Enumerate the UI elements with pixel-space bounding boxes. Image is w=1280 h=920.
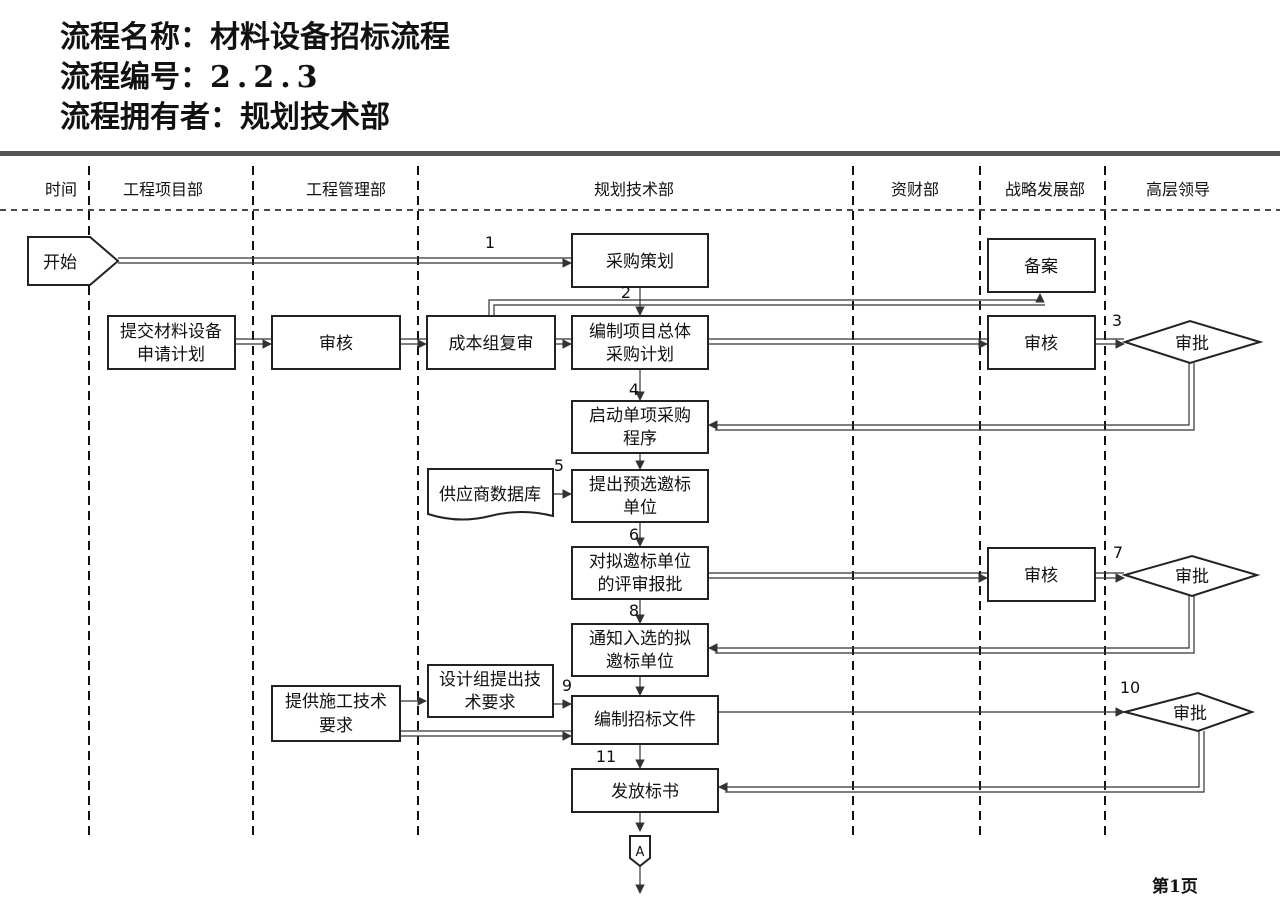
construction-req-label-2: 要求	[319, 716, 353, 736]
compile-plan-label-2: 采购计划	[606, 345, 674, 365]
step-number: 1	[485, 233, 495, 252]
design-req-label-2: 术要求	[465, 693, 516, 713]
mgmt-review-box[interactable]	[271, 315, 401, 370]
edge-evaluate-to-strategy	[708, 573, 987, 578]
process-owner-value: 规划技术部	[240, 100, 390, 135]
lane-header-engineering-mgmt: 工程管理部	[306, 180, 386, 199]
cost-review-box[interactable]	[426, 315, 556, 370]
start-label: 开始	[43, 253, 77, 273]
start-single-label-1: 启动单项采购	[589, 406, 691, 426]
step-number: 10	[1120, 678, 1140, 697]
notify-bidders-label-1: 通知入选的拟	[589, 629, 691, 649]
connector-label: A	[636, 845, 645, 860]
lane-header-planning-tech: 规划技术部	[594, 180, 674, 199]
step-number: 8	[629, 601, 639, 620]
approve-3-label: 审批	[1173, 704, 1207, 724]
step-number: 3	[1112, 311, 1122, 330]
strategy-review-1-label: 审核	[1024, 334, 1058, 354]
design-req-box[interactable]	[427, 664, 554, 718]
start-single-label-2: 程序	[623, 429, 657, 449]
strategy-review-2-label: 审核	[1024, 566, 1058, 586]
submit-plan-box[interactable]	[107, 315, 236, 370]
evaluate-bidders-label-2: 的评审报批	[598, 575, 683, 595]
lane-header-time: 时间	[45, 180, 77, 199]
approve-2-label: 审批	[1175, 567, 1209, 587]
lane-header-finance: 资财部	[891, 180, 939, 199]
edge-review-to-cost	[400, 339, 426, 344]
lane-header-executives: 高层领导	[1146, 180, 1210, 199]
supplier-db-label: 供应商数据库	[439, 485, 541, 505]
edge-approve3-to-issue	[718, 731, 1200, 792]
propose-bidders-label-2: 单位	[623, 498, 657, 518]
edge-construction-to-compile-docs	[400, 731, 571, 736]
start-single-box[interactable]	[571, 400, 709, 454]
evaluate-bidders-label-1: 对拟邀标单位	[589, 552, 691, 572]
design-req-label-1: 设计组提出技	[439, 670, 541, 690]
process-name-value: 材料设备招标流程	[210, 20, 450, 55]
notify-bidders-box[interactable]	[571, 623, 709, 677]
issue-docs-label: 发放标书	[611, 782, 679, 802]
process-code-label: 流程编号：	[60, 60, 210, 95]
approve-1-diamond[interactable]	[1121, 319, 1264, 365]
compile-docs-box[interactable]	[571, 695, 719, 745]
edge-strategy-to-approve2	[1095, 573, 1124, 578]
step-number: 4	[629, 380, 639, 399]
edge-compile-to-strategy	[708, 339, 987, 344]
construction-req-label-1: 提供施工技术	[285, 692, 387, 712]
submit-plan-label-2: 申请计划	[137, 345, 205, 365]
step-number: 2	[621, 283, 631, 302]
offpage-connector[interactable]	[629, 835, 651, 868]
lane-header-project-dept: 工程项目部	[123, 180, 203, 199]
edge-approve2-to-notify	[708, 596, 1190, 653]
procurement-plan-label: 采购策划	[606, 252, 674, 272]
approve-1-label: 审批	[1175, 334, 1209, 354]
issue-docs-box[interactable]	[571, 768, 719, 813]
edge-cost-to-compile	[555, 339, 571, 344]
process-name-line: 流程名称：材料设备招标流程	[60, 18, 450, 58]
strategy-review-1-box[interactable]	[987, 315, 1096, 370]
lane-header-strategy: 战略发展部	[1005, 180, 1085, 199]
submit-plan-label-1: 提交材料设备	[120, 322, 222, 342]
filing-box[interactable]	[987, 238, 1096, 293]
process-owner-line: 流程拥有者：规划技术部	[60, 98, 450, 138]
header-divider	[0, 151, 1280, 156]
edge-submit-to-review	[236, 339, 271, 344]
propose-bidders-box[interactable]	[571, 469, 709, 523]
step-number: 11	[596, 747, 616, 766]
supplier-db-box[interactable]	[427, 468, 554, 521]
edge-to-filing	[488, 293, 1045, 316]
propose-bidders-label-1: 提出预选邀标	[589, 475, 691, 495]
mgmt-review-label: 审核	[319, 334, 353, 354]
compile-plan-label-1: 编制项目总体	[589, 322, 691, 342]
step-number: 7	[1113, 543, 1123, 562]
process-code-value: 2.2.3	[210, 60, 324, 95]
approve-2-diamond[interactable]	[1121, 554, 1261, 598]
notify-bidders-label-2: 邀标单位	[606, 652, 674, 672]
edge-start-to-plan	[118, 258, 571, 263]
process-owner-label: 流程拥有者：	[60, 100, 240, 135]
step-number: 6	[629, 525, 639, 544]
procurement-plan-box[interactable]	[571, 233, 709, 288]
step-number: 9	[562, 676, 572, 695]
construction-req-box[interactable]	[271, 685, 401, 742]
page-number: 第1页	[1152, 877, 1198, 897]
evaluate-bidders-box[interactable]	[571, 546, 709, 600]
start-node[interactable]	[27, 236, 120, 286]
filing-label: 备案	[1024, 257, 1058, 277]
strategy-review-2-box[interactable]	[987, 547, 1096, 602]
process-header: 流程名称：材料设备招标流程 流程编号：2.2.3 流程拥有者：规划技术部	[60, 18, 450, 138]
compile-docs-label: 编制招标文件	[594, 710, 696, 730]
approve-3-diamond[interactable]	[1121, 691, 1256, 733]
cost-review-label: 成本组复审	[449, 334, 534, 354]
step-number: 5	[554, 456, 564, 475]
edge-approve1-to-start-single	[708, 363, 1190, 430]
process-code-line: 流程编号：2.2.3	[60, 58, 450, 98]
edge-strategy-to-approve1	[1095, 339, 1124, 344]
process-name-label: 流程名称：	[60, 20, 210, 55]
compile-plan-box[interactable]	[571, 315, 709, 370]
